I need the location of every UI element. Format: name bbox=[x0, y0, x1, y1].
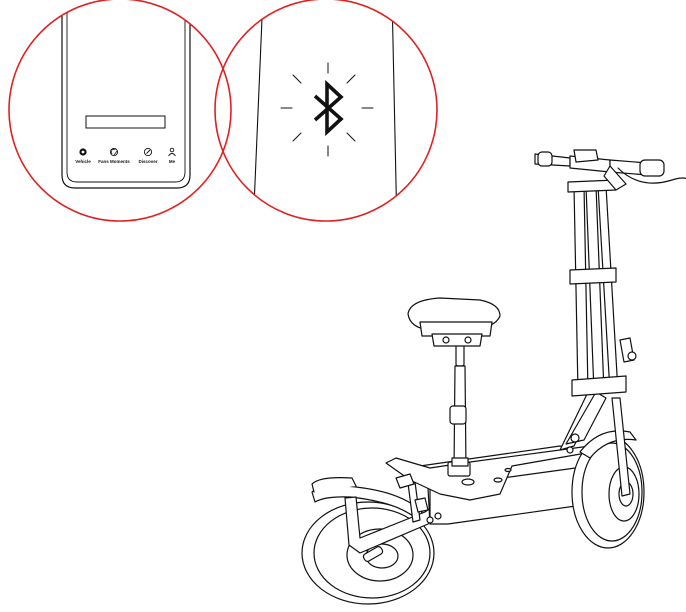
compass-icon[interactable] bbox=[143, 147, 153, 157]
nav-label-me[interactable]: Me bbox=[169, 159, 176, 164]
bluetooth-icon bbox=[313, 79, 344, 137]
seat-post bbox=[447, 339, 471, 477]
scooter-illustration bbox=[301, 149, 686, 605]
front-fork bbox=[611, 397, 631, 497]
signal-rays bbox=[280, 62, 374, 157]
phone-nav-bar: Vehicle Fans Moments Discover Me bbox=[75, 147, 176, 164]
phone-callout: Vehicle Fans Moments Discover Me bbox=[61, 0, 191, 189]
phone-body bbox=[61, 0, 191, 189]
deck-plate bbox=[385, 445, 593, 501]
rear-axle bbox=[362, 546, 384, 562]
left-callout-circle bbox=[8, 0, 232, 222]
vehicle-icon[interactable] bbox=[79, 148, 87, 156]
person-icon[interactable] bbox=[168, 147, 176, 157]
stem-left-line bbox=[252, 0, 264, 221]
nav-label-fans-moments[interactable]: Fans Moments bbox=[98, 159, 130, 164]
bluetooth-callout bbox=[252, 0, 398, 221]
handlebar bbox=[534, 149, 686, 191]
nav-label-discover[interactable]: Discover bbox=[138, 159, 157, 164]
rear-fender-tip bbox=[311, 477, 357, 493]
seat bbox=[407, 297, 501, 347]
aperture-icon[interactable] bbox=[109, 147, 119, 157]
stem-right-line bbox=[391, 0, 398, 221]
right-callout-circle bbox=[214, 0, 438, 222]
banner-placeholder bbox=[85, 115, 166, 129]
steering-column bbox=[567, 179, 637, 397]
rear-bracket bbox=[395, 473, 415, 489]
phone-screen-edge bbox=[66, 0, 186, 183]
nav-label-vehicle[interactable]: Vehicle bbox=[75, 159, 91, 164]
